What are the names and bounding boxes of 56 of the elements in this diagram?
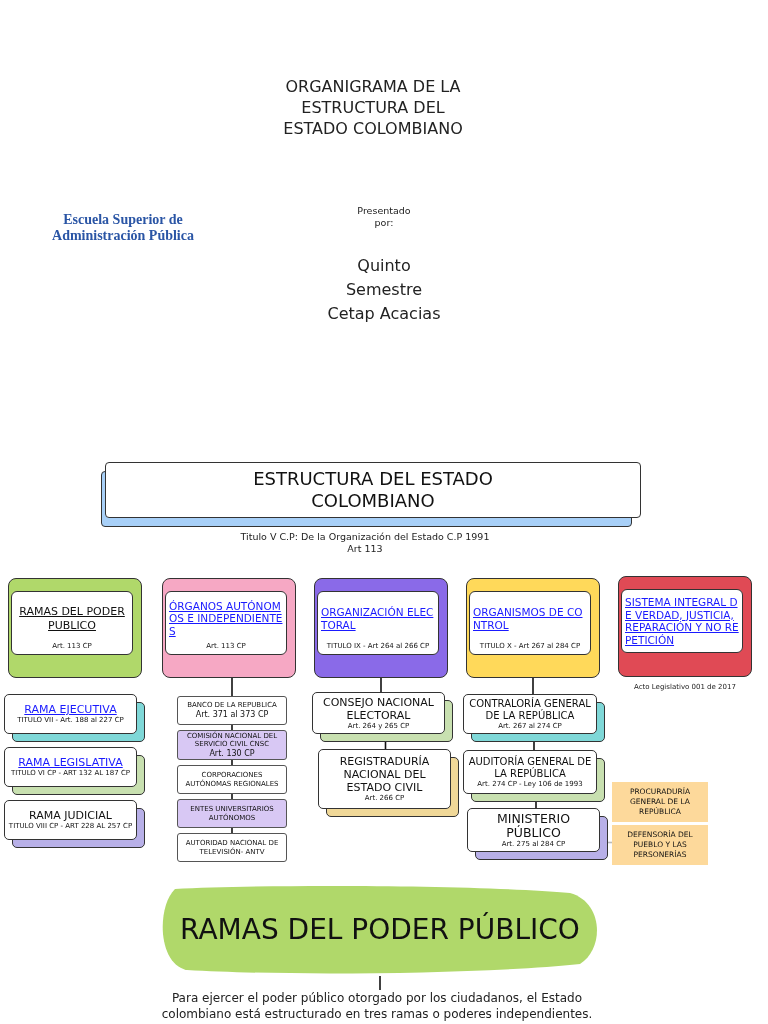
connector-line [535,801,537,809]
heading-link: ORGANIZACIÓN ELECTORAL [321,606,435,631]
blob-title: RAMAS DEL PODER PÚBLICO [180,913,580,947]
stacked-box [463,750,605,802]
stacked-box [4,694,145,742]
heading-link: SISTEMA INTEGRAL DE VERDAD, JUSTICIA, REPARACIÓN Y NO REPETICIÓN [625,596,739,646]
org-box [177,799,287,828]
connector-line [231,677,233,697]
connector-line [231,724,233,731]
connector-line [231,827,233,834]
connector-line [533,741,535,751]
article-reference: Art. 371 al 373 CP [195,709,269,719]
heading-link: RAMA EJECUTIVA [24,703,117,717]
connector-line [380,677,382,693]
stacked-box [467,808,608,860]
connector-line [532,677,534,695]
category-card [162,578,296,678]
stacked-box [4,747,145,795]
org-box [177,730,287,760]
stacked-box [318,749,459,817]
category-card [314,578,448,678]
category-card [8,578,142,678]
heading-link: ÓRGANOS AUTÓNOMOS E INDEPENDIENTES [169,599,283,638]
header-box [101,462,641,527]
reference-note: Titulo V C.P: De la Organización del Estado C.P 1991 Art 113 [239,531,491,555]
note-box [612,825,708,865]
connector-line [607,841,613,844]
heading-text: CONSEJO NACIONAL ELECTORAL [323,695,434,722]
heading-text: REGISTRADURÍA NACIONAL DEL ESTADO CIVIL [339,755,430,795]
connector-line [231,759,233,766]
school-name: Escuela Superior de Administración Pública [51,212,195,244]
connector-line [384,741,387,750]
category-card [466,578,600,678]
page-title: ORGANIGRAMA DE LA ESTRUCTURA DEL ESTADO COLOMBIANO [282,76,464,139]
heading-text: AUDITORÍA GENERAL DE LA REPÚBLICA [468,755,592,779]
stacked-box [312,692,453,742]
description-paragraph: Para ejercer el poder público otorgado por los ciudadanos, el Estado colombiano está estructurado en tres ramas o poderes independientes. [137,990,617,1022]
stacked-box [4,800,145,848]
presenter-label: Presentado por: [356,205,412,229]
header-title: ESTRUCTURA DEL ESTADO COLOMBIANO [252,468,494,512]
note-box [612,782,708,822]
org-box [177,765,287,794]
org-box [177,833,287,862]
connector-line [379,975,381,991]
heading-text: RAMAS DEL PODER PUBLICO [18,604,126,633]
article-reference: Art. 130 CP [209,748,255,758]
presenter-group: Quinto Semestre Cetap Acacias [321,254,447,326]
connector-line [231,793,233,800]
heading-text: RAMA JUDICIAL [29,809,112,823]
heading-text: MINISTERIO PÚBLICO [496,810,571,840]
category-card [618,576,752,677]
stacked-box [463,694,605,742]
heading-link: ORGANISMOS DE CONTROL [473,606,584,631]
heading-text: CONTRALORÍA GENERAL DE LA REPÚBLICA [469,697,591,721]
heading-link: RAMA LEGISLATIVA [18,756,123,770]
org-box [177,696,287,725]
